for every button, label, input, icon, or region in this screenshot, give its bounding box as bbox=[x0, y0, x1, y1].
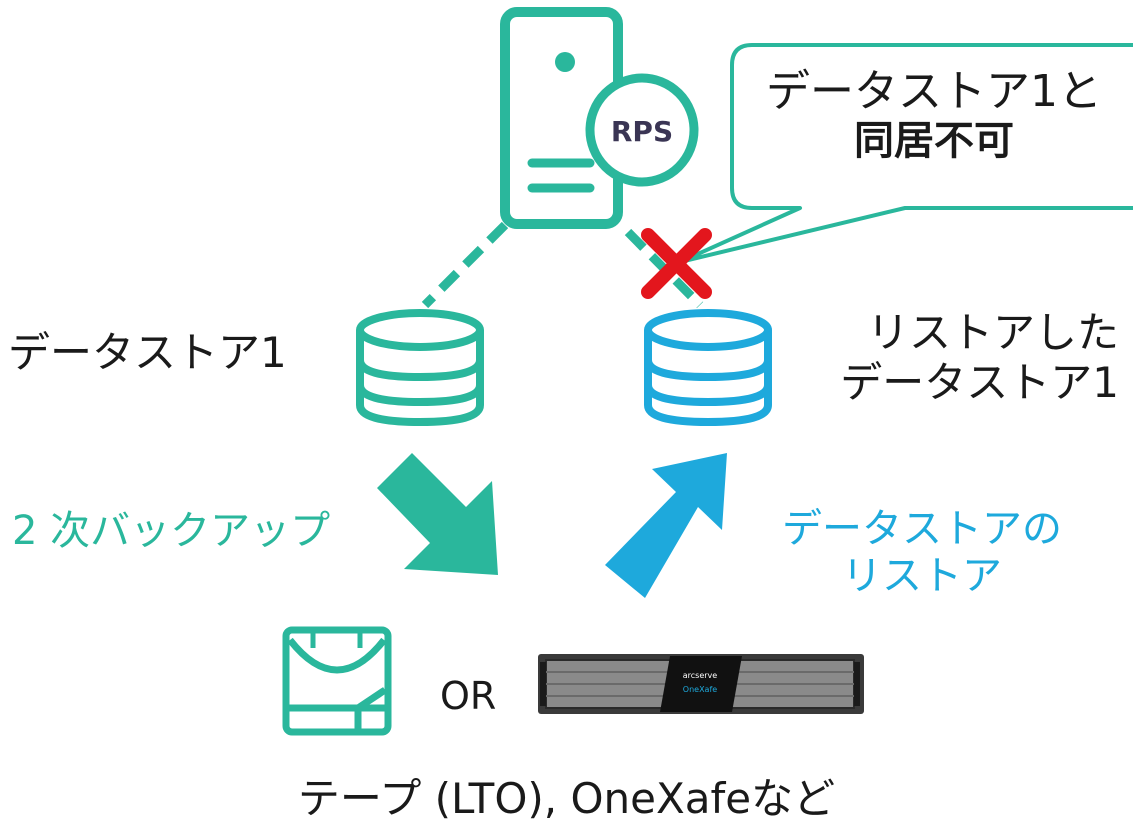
restore-arrow bbox=[605, 453, 727, 598]
restored-line1: リストアした bbox=[866, 308, 1119, 357]
datastore-label: データストア1 bbox=[8, 328, 287, 377]
appliance-model-label: OneXafe bbox=[683, 685, 717, 694]
callout-line2: 同居不可 bbox=[854, 117, 1014, 164]
database-blue-icon bbox=[644, 309, 772, 427]
restore-line2: リストア bbox=[842, 553, 1002, 600]
targets-caption: テープ (LTO), OneXafeなど bbox=[297, 774, 836, 823]
callout-text: データストア1と 同居不可 bbox=[738, 66, 1130, 165]
callout-bubble bbox=[678, 43, 1133, 264]
callout-line1: データストア1と bbox=[766, 66, 1102, 117]
tape-icon bbox=[282, 626, 392, 736]
or-label: OR bbox=[440, 674, 497, 718]
rps-badge-label: RPS bbox=[611, 115, 673, 148]
cross-icon bbox=[641, 228, 712, 299]
appliance-icon: arcserve OneXafe bbox=[538, 654, 864, 714]
secondary-backup-label: 2 次バックアップ bbox=[12, 508, 331, 554]
appliance-brand-label: arcserve bbox=[683, 671, 718, 680]
restore-line1: データストアの bbox=[782, 506, 1062, 552]
restore-label: データストアの リストア bbox=[752, 506, 1092, 600]
link-datastore bbox=[421, 221, 509, 309]
rps-badge-icon: RPS bbox=[585, 73, 699, 187]
secondary-backup-arrow bbox=[377, 453, 498, 575]
restored-datastore-label: リストアした データストア1 bbox=[840, 308, 1119, 407]
restored-line2: データストア1 bbox=[840, 357, 1119, 407]
database-icon bbox=[356, 309, 484, 427]
